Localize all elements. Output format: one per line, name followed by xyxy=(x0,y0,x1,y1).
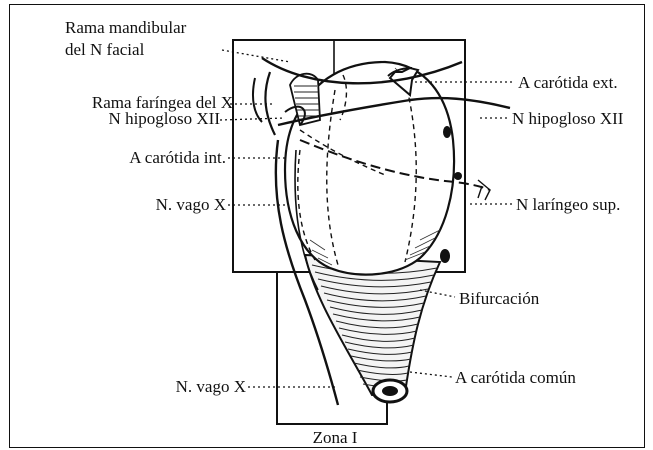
label-carotida-comun: A carótida común xyxy=(455,368,576,387)
common-carotid-artery xyxy=(305,255,440,395)
label-hipogloso-left: N hipogloso XII xyxy=(20,109,220,128)
label-rama-mandibular-2: del N facial xyxy=(65,40,144,59)
label-vago-upper: N. vago X xyxy=(20,195,226,214)
label-hipogloso-right: N hipogloso XII xyxy=(512,109,623,128)
label-carotida-ext: A carótida ext. xyxy=(518,73,618,92)
label-vago-lower: N. vago X xyxy=(20,377,246,396)
label-bifurcacion: Bifurcación xyxy=(459,289,539,308)
label-carotida-int: A carótida int. xyxy=(20,148,226,167)
label-laringeo-sup: N laríngeo sup. xyxy=(516,195,620,214)
label-rama-mandibular-1: Rama mandibular xyxy=(65,18,186,37)
label-zona: Zona I xyxy=(300,428,370,447)
